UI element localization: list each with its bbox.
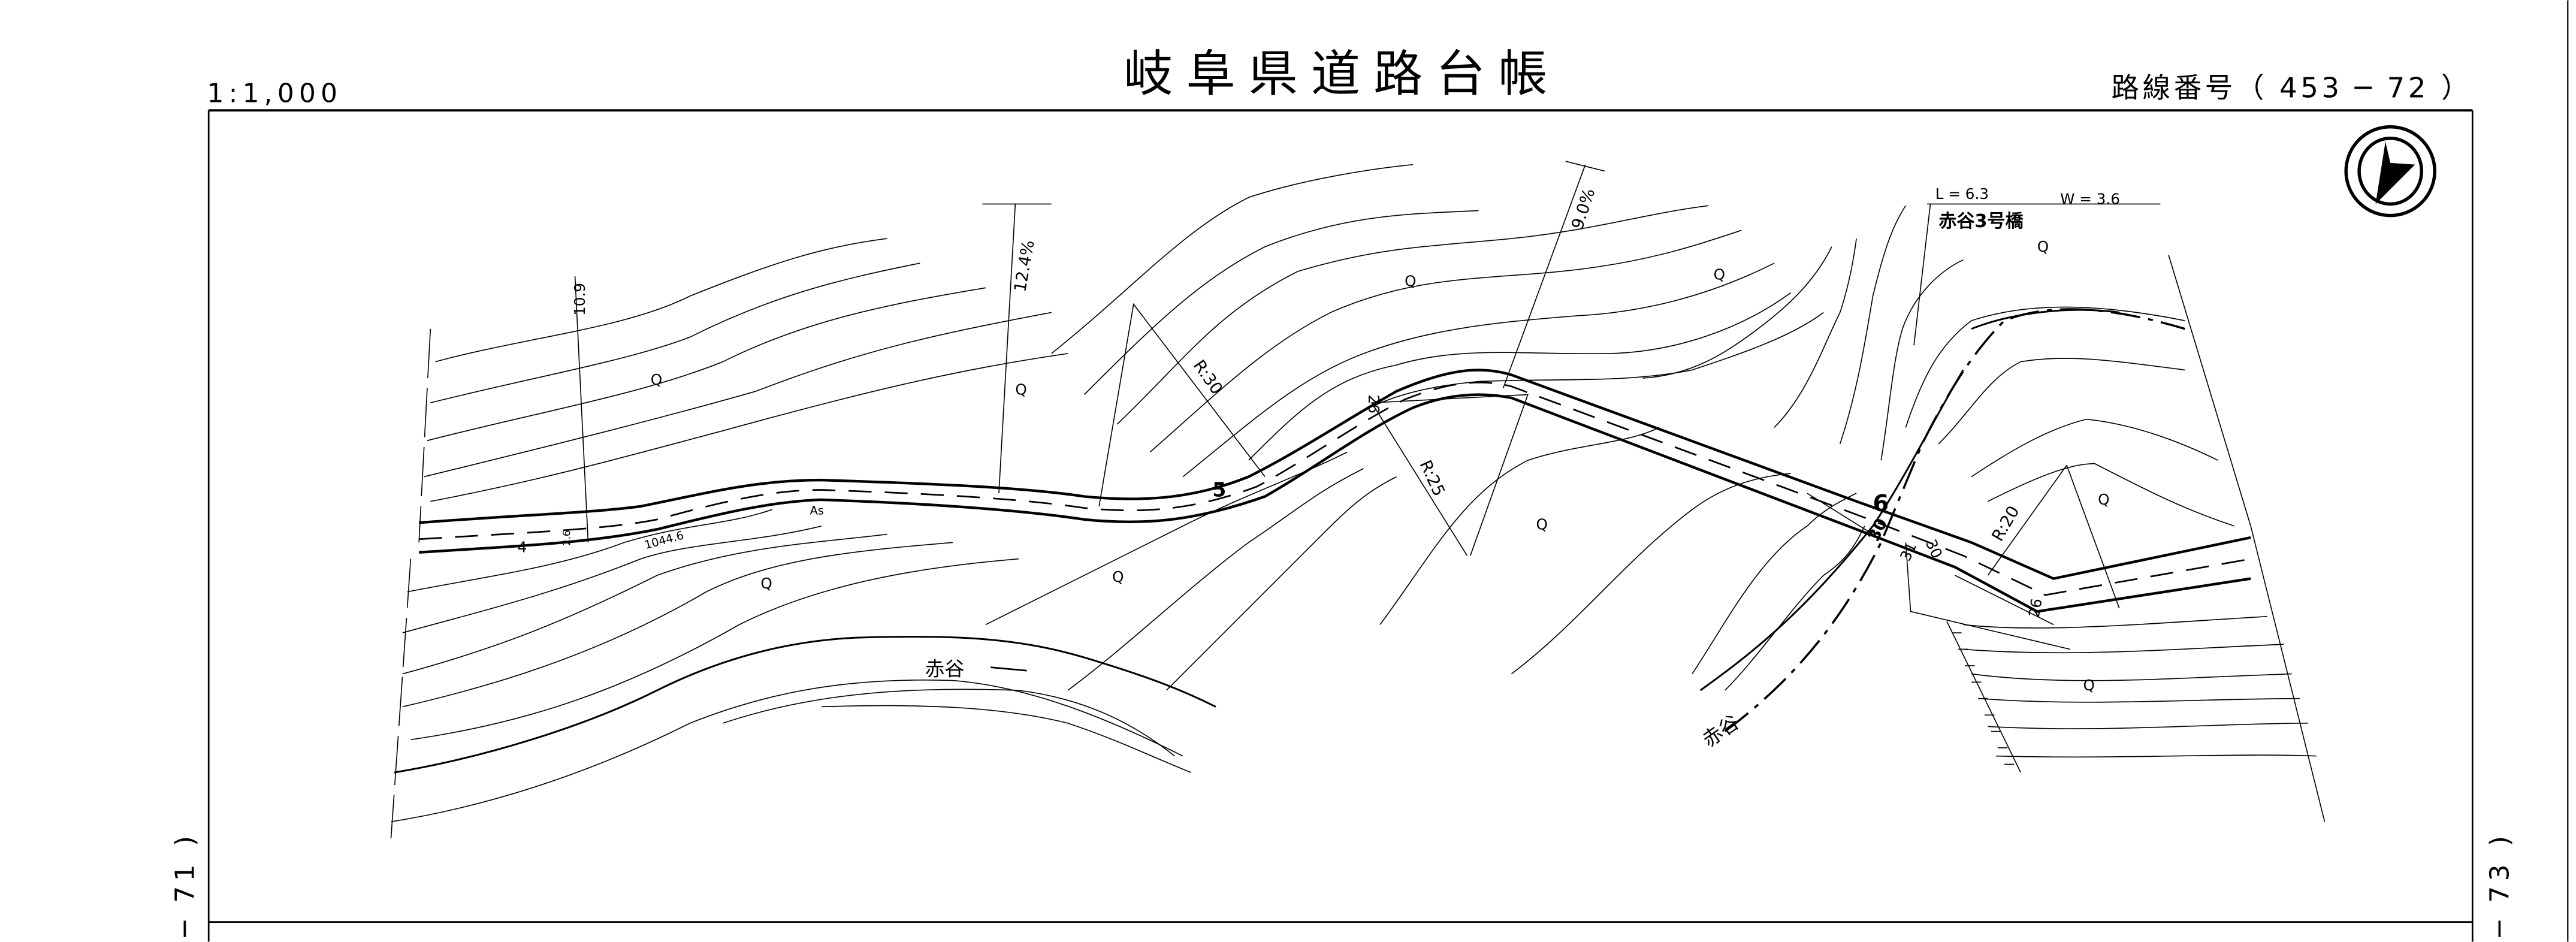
width-label: 31	[1896, 539, 1920, 564]
station-label: 5	[1212, 478, 1226, 501]
width-label: 2.6	[561, 530, 572, 546]
construction-lines	[574, 161, 2161, 650]
grade-label: 10.9	[571, 283, 588, 316]
station-label: 6	[1873, 490, 1889, 517]
page-title: 岐阜県道路台帳	[1124, 46, 1560, 102]
vegetation-mark: Q	[1112, 568, 1124, 585]
river	[391, 308, 2185, 823]
grade-label: 12.4%	[1011, 239, 1038, 294]
contour-lines	[402, 164, 2326, 822]
slope-hatching	[390, 328, 2022, 838]
bridge-length: L = 6.3	[1935, 185, 1989, 203]
width-label: 26	[1365, 395, 1382, 413]
river-label: 赤谷	[925, 657, 965, 680]
radius-label: R:25	[1415, 458, 1448, 500]
bridge-width: W = 3.6	[2060, 190, 2120, 207]
vegetation-mark: Q	[651, 371, 662, 388]
grade-label: 9.0%	[1568, 186, 1599, 232]
river-label: 赤谷	[1698, 710, 1744, 752]
vegetation-mark: Q	[2083, 677, 2094, 694]
road	[418, 369, 2251, 626]
station-label: 4	[518, 539, 527, 556]
radius-label: R:30	[1189, 357, 1226, 398]
sheet-ref-left: ─ 71 )	[170, 831, 201, 938]
width-label: 30	[1922, 537, 1946, 561]
north-arrow-icon	[2344, 125, 2436, 218]
vegetation-mark: Q	[2037, 238, 2049, 255]
map-frame	[207, 0, 2569, 942]
route-number: 路線番号（ 453 ─ 72 ）	[2111, 71, 2472, 104]
scale-label: 1:1,000	[207, 78, 342, 108]
flow-arrow-icon	[990, 666, 1027, 672]
bridge-name: 赤谷3号橋	[1938, 211, 2024, 232]
vegetation-mark: Q	[760, 575, 772, 592]
width-label: 26	[2025, 597, 2046, 618]
sheet-ref-right: ─ 73 )	[2485, 831, 2515, 938]
vegetation-mark: Q	[1015, 381, 1026, 398]
vegetation-mark: Q	[1714, 266, 1725, 283]
vegetation-mark: Q	[1536, 515, 1547, 533]
radius-label: R:20	[1989, 503, 2024, 544]
vegetation-mark: Q	[2098, 491, 2109, 508]
surface-label: As	[810, 504, 824, 518]
vegetation-mark: Q	[1405, 273, 1416, 290]
